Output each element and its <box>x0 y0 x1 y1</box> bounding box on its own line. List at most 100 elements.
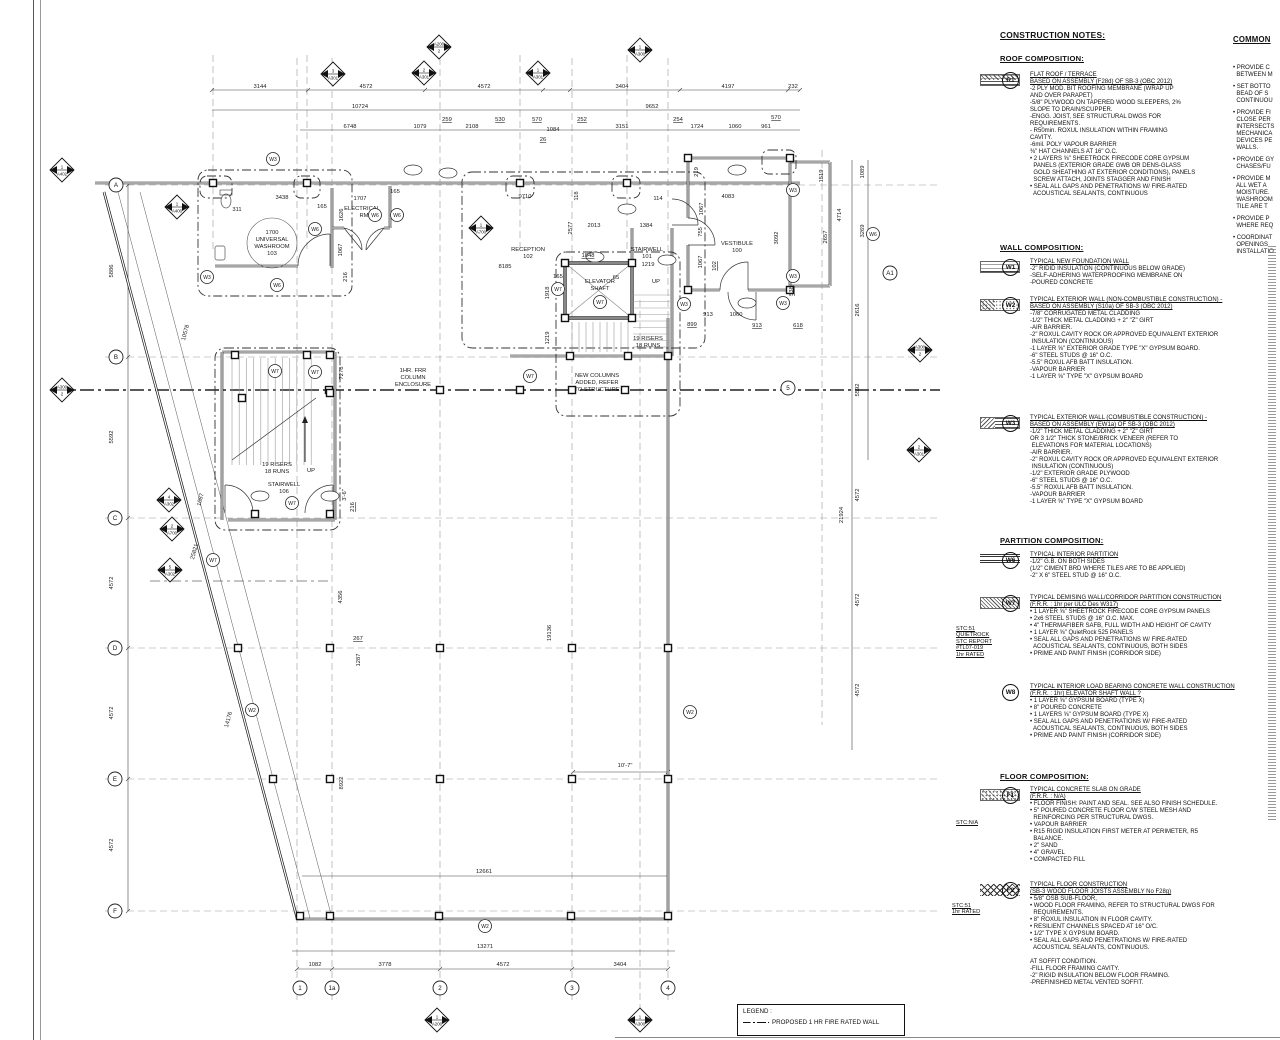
dimension-label: 9710 <box>519 194 532 200</box>
assembly-tag: W8 <box>1002 684 1019 701</box>
stc-side-annotation: STC:51 QUIETROCK STC REPORT #TL07-019 1h… <box>956 626 992 658</box>
dimension-label: 10724 <box>352 104 369 110</box>
room-label: TO STRUCTURE <box>574 387 619 393</box>
wall-type-tag-label: W3 <box>269 157 277 163</box>
grid-bubble-label: E <box>113 776 117 783</box>
dimension-label: 13271 <box>477 944 493 950</box>
note-text: TYPICAL NEW FOUNDATION WALL -2" RIDID IN… <box>1030 259 1186 286</box>
dimension-label: 3092 <box>774 232 780 245</box>
wall-type-tag-label: W6 <box>869 232 877 238</box>
column-marker <box>302 178 312 188</box>
grid-bubble-label: 2 <box>438 985 442 992</box>
dimension-label: 219 <box>694 167 700 177</box>
material-swatch-icon <box>980 74 1020 86</box>
material-swatch-icon <box>980 417 1020 429</box>
door-tag-oval <box>320 490 340 502</box>
dimension-label: 254 <box>673 117 683 123</box>
column-marker <box>435 643 445 653</box>
column-marker <box>567 385 577 395</box>
dimension-label: 3778 <box>379 962 392 968</box>
column-marker <box>683 153 693 163</box>
grid-bubble <box>107 903 123 919</box>
notes-section-heading: ROOF COMPOSITION: <box>1000 54 1084 63</box>
wall-type-tag <box>245 703 259 717</box>
section-marker-sheet: 2 <box>919 352 922 357</box>
wall-type-tag-label: W3 <box>779 301 787 307</box>
section-marker-wing <box>182 203 189 211</box>
dimension-label: 2577 <box>568 222 574 235</box>
grid-bubble-label: F <box>113 908 117 915</box>
dimension-label: 4572 <box>109 839 115 852</box>
section-marker-wing <box>412 69 419 77</box>
wall-type-tag <box>683 705 697 719</box>
wall-type-tag <box>677 297 691 311</box>
fire-rated-enclosure <box>214 347 341 531</box>
column-marker <box>566 911 576 921</box>
plan-line <box>570 769 576 775</box>
dimension-label: 913 <box>752 323 762 329</box>
column-enclosure <box>761 149 797 175</box>
section-marker-wing <box>425 1016 432 1024</box>
fire-rated-enclosure <box>461 171 706 349</box>
dimension-label: 21924 <box>839 506 845 523</box>
column-marker <box>560 313 570 323</box>
section-marker-sheet: A301 <box>419 75 430 80</box>
grid-bubble <box>107 640 123 656</box>
section-marker-number: A300 <box>915 344 926 349</box>
dimension-label: 165 <box>553 274 563 280</box>
wall-type-tag-label: W7 <box>271 369 279 375</box>
column-marker <box>663 774 673 784</box>
wall-type-tag <box>266 152 280 166</box>
dimension-label: 106 <box>279 489 289 495</box>
dimension-label: 2616 <box>855 304 861 317</box>
column-enclosure <box>293 175 321 199</box>
dimension-label: 65 <box>613 275 619 281</box>
dimension-label: 3151 <box>616 124 629 130</box>
dimension-label: 538 <box>789 286 795 296</box>
door-tag-oval <box>250 490 270 502</box>
dimension-label: 101 <box>642 254 652 260</box>
door-swing <box>297 233 331 267</box>
dimension-label: 9652 <box>646 104 659 110</box>
column-marker <box>683 285 693 295</box>
room-label: SHAFT <box>590 286 609 292</box>
wall-type-tag-label: W3 <box>789 188 797 194</box>
section-marker-sheet: A300 <box>635 1022 646 1027</box>
dimension-label: 1079 <box>414 124 427 130</box>
section-marker-sheet: A200 <box>432 1022 443 1027</box>
column-marker <box>663 643 673 653</box>
wall-type-tag <box>551 282 565 296</box>
grid-bubble-label: 4 <box>666 985 670 992</box>
dimension-label: 216 <box>350 502 356 512</box>
dimension-label: 102 <box>523 254 533 260</box>
assembly-tag: F1 <box>1002 787 1019 804</box>
grid-bubble <box>432 980 448 996</box>
grid-bubble-label: 1 <box>298 985 302 992</box>
dimension-label: 1089 <box>860 166 866 179</box>
plan-line <box>677 87 683 93</box>
plan-line <box>437 966 443 972</box>
wall-core <box>103 191 298 919</box>
plan-line <box>785 87 791 93</box>
common-notes-column: COMMON • PROVIDE C BETWEEN M• SET BOTTO … <box>1233 36 1280 261</box>
section-marker-number: A300 <box>57 384 68 389</box>
column-marker <box>627 313 637 323</box>
dimension-label: 4572 <box>478 84 491 90</box>
wall-type-tag <box>270 278 284 292</box>
dimension-label: 1HR. FRR <box>400 368 427 374</box>
dimension-label: 1384 <box>640 223 654 229</box>
dimension-label: 102 <box>712 261 718 271</box>
plan-line <box>305 87 311 93</box>
dimension-label: 5592 <box>109 431 115 444</box>
section-marker-wing <box>526 69 533 77</box>
column-marker <box>567 774 577 784</box>
dimension-label: 252 <box>577 117 587 123</box>
column-marker <box>302 350 312 360</box>
column-marker <box>620 385 630 395</box>
wall-type-tag-label: W3 <box>680 302 688 308</box>
section-marker-wing <box>444 43 451 51</box>
room-label: UP <box>652 279 660 285</box>
dimension-label: 961 <box>761 124 771 130</box>
